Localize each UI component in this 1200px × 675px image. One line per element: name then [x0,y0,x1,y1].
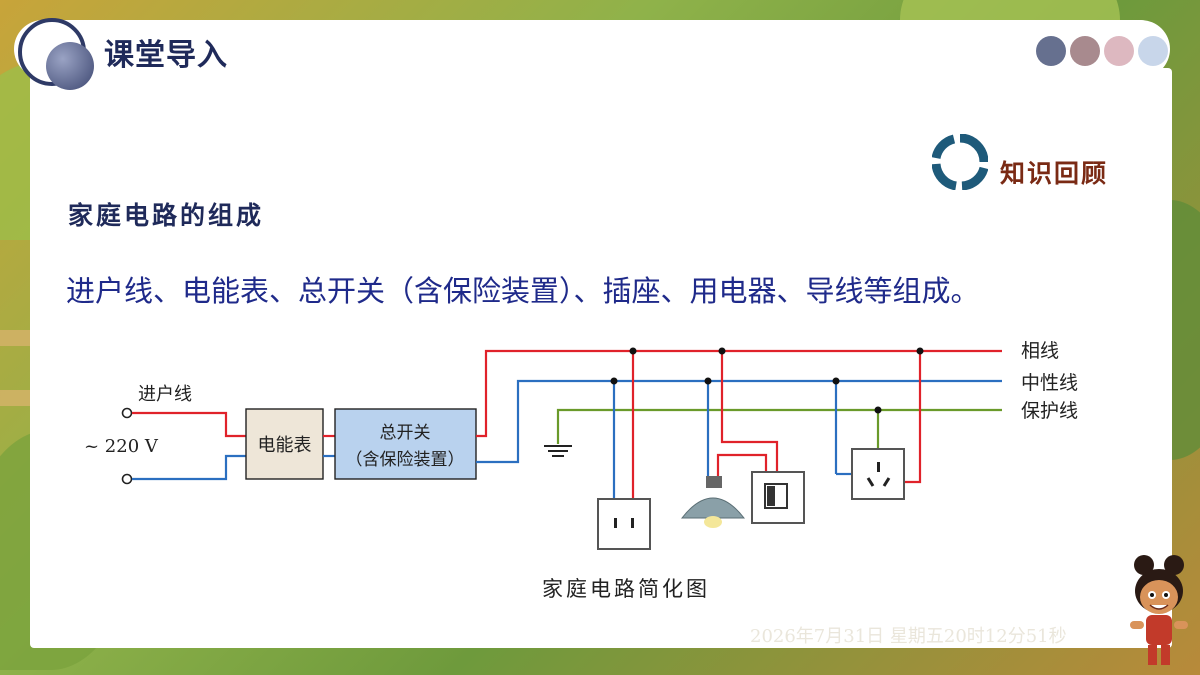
socket-icon [597,498,651,550]
junction-dot [704,377,712,385]
content-panel [30,68,1172,648]
incoming-terminal [121,473,133,485]
junction-dot [916,347,924,355]
voltage-label: ~ 220 V [84,436,159,457]
diagram-caption: 家庭电路简化图 [542,577,710,601]
junction-dot [629,347,637,355]
header-dot [1104,36,1134,66]
section-heading: 家庭电路的组成 [68,201,265,230]
title-bar [14,20,1170,78]
light-switch-icon [751,471,805,524]
incoming-neutral-wire [132,454,246,481]
switch-live-lead [720,351,779,472]
incoming-live-wire [132,411,246,438]
incoming-terminal [121,407,133,419]
summary-text: 进户线、电能表、总开关（含保险装置）、插座、用电器、导线等组成。 [66,274,980,308]
incoming-line-label: 进户线 [138,384,192,405]
junction-dot [832,377,840,385]
header-dot [1138,36,1168,66]
ground-symbol-icon [544,445,572,457]
knowledge-review-badge: 知识回顾 [1000,159,1109,188]
junction-dot [718,347,726,355]
header-dot [1036,36,1066,66]
electric-meter-box [245,408,324,480]
junction-dot [874,406,882,414]
three-pin-socket-icon [851,448,905,500]
socket3-live-lead [904,351,922,484]
main-switch-label: 总开关 [380,423,431,443]
title-ball-icon [46,42,94,90]
header-dot [1070,36,1100,66]
wood-slat [0,390,30,406]
live-wire-label: 相线 [1021,340,1059,362]
neutral-wire-label: 中性线 [1021,372,1078,394]
lamp-switch-lead [716,453,768,476]
earth-wire-label: 保护线 [1021,400,1078,422]
datetime-stamp: 2026年7月31日 星期五20时12分51秒 [750,626,1067,647]
wood-slat [0,330,30,346]
main-switch-sublabel: （含保险装置） [346,450,465,470]
ring-icon [932,134,988,190]
live-wire [476,349,1002,438]
lamp-icon [680,476,746,528]
neutral-wire [476,379,1002,464]
cartoon-character-image [1130,555,1188,665]
earth-wire [556,408,1002,444]
electric-meter-label: 电能表 [258,435,312,456]
page-title: 课堂导入 [104,38,228,73]
main-switch-box [334,408,477,480]
junction-dot [610,377,618,385]
